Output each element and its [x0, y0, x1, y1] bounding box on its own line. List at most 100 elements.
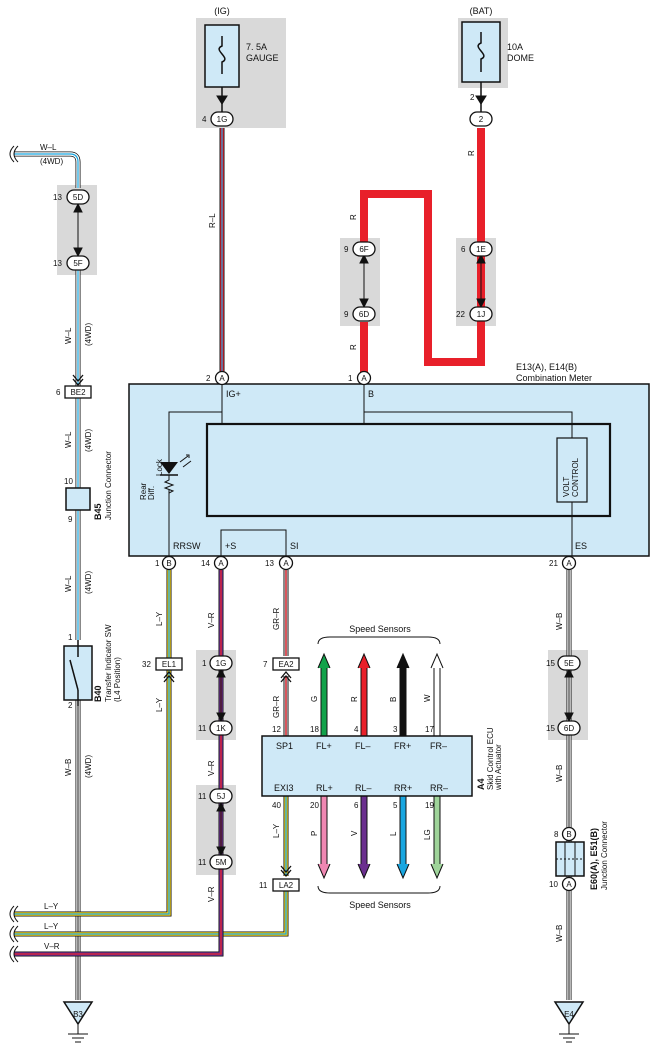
wire-label-4wd-4: (4WD): [84, 755, 93, 778]
connector-5j-label: 5J: [217, 792, 225, 801]
wire-label-wl-3: W–L: [64, 575, 73, 592]
connector-1g: 1G: [209, 655, 233, 671]
pin-11la: 11: [259, 881, 268, 890]
pin-13si: 13: [265, 559, 274, 568]
lamp-label-group: Rear Diff. Lock: [139, 458, 164, 500]
connector-1k-label: 1K: [216, 724, 226, 733]
ecu-pin-sp1: SP1: [276, 741, 293, 751]
meter-inner-box: [205, 422, 612, 518]
wire-color-p: P: [310, 831, 319, 836]
b40-line2: (L4 Position): [113, 657, 122, 702]
meter-subtitle: Combination Meter: [516, 373, 592, 383]
ecu-num-20: 20: [310, 801, 319, 810]
connector-ea2-label: EA2: [278, 660, 294, 669]
terminal-s-a-label: A: [218, 559, 224, 568]
ecu-num-4: 4: [354, 725, 359, 734]
wire-label-wl-top: W–L: [40, 143, 57, 152]
wire-break-marks: [9, 145, 19, 963]
b45-id: B45: [93, 503, 103, 520]
terminal-e60-b-label: B: [566, 830, 571, 839]
ecu-pin-exi3: EXI3: [274, 783, 294, 793]
terminal-si-a-label: A: [283, 559, 289, 568]
wire-color-lg: LG: [423, 829, 432, 840]
ecu-id: A4: [476, 778, 486, 790]
terminal-rrsw-b-label: B: [166, 559, 171, 568]
pin-15d: 15: [546, 724, 555, 733]
pin-6-be2: 6: [56, 388, 61, 397]
wire-color-r: R: [350, 696, 359, 702]
pin-32: 32: [142, 660, 151, 669]
connector-5e-label: 5E: [564, 659, 574, 668]
pin-11j: 11: [198, 792, 207, 801]
bat-label: (BAT): [470, 6, 493, 16]
connector-2-label: 2: [479, 115, 484, 124]
connector-6f-label: 6F: [359, 245, 368, 254]
wire-color-v: V: [350, 830, 359, 836]
lamp-label-line2: Diff.: [147, 486, 156, 500]
ecu-num-6: 6: [354, 801, 359, 810]
terminal-e60-a-label: A: [566, 880, 572, 889]
fuse-ig-element: [218, 36, 226, 74]
pin-21a: 21: [549, 559, 558, 568]
ecu-pin-flp: FL+: [316, 741, 332, 751]
connector-5j: 5J: [209, 788, 233, 804]
connector-1g-top: 1G: [210, 111, 234, 127]
wire-label-wl-1: W–L: [64, 327, 73, 344]
pin-9b: 9: [344, 310, 349, 319]
connector-1j-label: 1J: [477, 310, 485, 319]
connector-1g-top-label: 1G: [217, 115, 228, 124]
pin-1a: 1: [348, 374, 353, 383]
b40-id: B40: [93, 685, 103, 702]
ground-e4-label: E4: [564, 1010, 574, 1019]
meter-pin-b: B: [368, 389, 374, 399]
terminal-b-a: A: [356, 370, 372, 386]
terminal-s-a: A: [213, 555, 229, 571]
pin-13b: 13: [53, 259, 62, 268]
wire-l-y-ecu: [14, 795, 289, 937]
terminal-e60-a: A: [561, 876, 577, 892]
wire-label-vr-3: V–R: [207, 886, 216, 902]
wire-label-ly-bottom-1: L–Y: [44, 902, 59, 911]
wire-label-ly-bottom-2: L–Y: [44, 922, 59, 931]
pin-2sw: 2: [68, 701, 73, 710]
meter-pin-si: SI: [290, 541, 299, 551]
terminal-si-a: A: [278, 555, 294, 571]
inline-chevrons: [72, 374, 292, 878]
wire-label-grr-2: GR–R: [272, 696, 281, 718]
sensors-top-label: Speed Sensors: [349, 624, 411, 634]
connector-la2: LA2: [272, 878, 300, 892]
pin-9a: 9: [344, 245, 349, 254]
connector-5d: 5D: [66, 189, 90, 205]
b45-name: Junction Connector: [104, 451, 113, 520]
wire-label-vr-2: V–R: [207, 760, 216, 776]
e60-id: E60(A), E51(B): [589, 828, 599, 890]
connector-2: 2: [469, 111, 493, 127]
wire-label-r-loop: R: [349, 214, 358, 220]
wire-color-b: B: [389, 697, 398, 702]
pin-4: 4: [202, 115, 207, 124]
wire-label-r-meter: R: [349, 344, 358, 350]
junction-connector-b45: [65, 487, 91, 511]
terminal-es-a: A: [561, 555, 577, 571]
pin-10a: 10: [549, 880, 558, 889]
connector-6d: 6D: [352, 306, 376, 322]
fuse-ig-name: GAUGE: [246, 53, 279, 63]
connector-be2-label: BE2: [70, 388, 86, 397]
terminal-ig-a-label: A: [219, 374, 225, 383]
connector-6d-right: 6D: [557, 720, 581, 736]
connector-1e: 1E: [469, 241, 493, 257]
wire-label-4wd-1: (4WD): [84, 323, 93, 346]
pin-9j: 9: [68, 515, 73, 524]
terminal-e60-b: B: [561, 826, 577, 842]
pin-11k: 11: [198, 724, 207, 733]
connector-el1-label: EL1: [162, 660, 177, 669]
wire-label-ly-ecu: L–Y: [272, 823, 281, 838]
lamp-label-line3: Lock: [155, 458, 164, 476]
connector-6d-label: 6D: [359, 310, 369, 319]
connector-5f: 5F: [66, 255, 90, 271]
ecu-num-5: 5: [393, 801, 398, 810]
wire-color-l: L: [389, 831, 398, 836]
ecu-num-3: 3: [393, 725, 398, 734]
wire-w-l-left: [14, 151, 81, 640]
